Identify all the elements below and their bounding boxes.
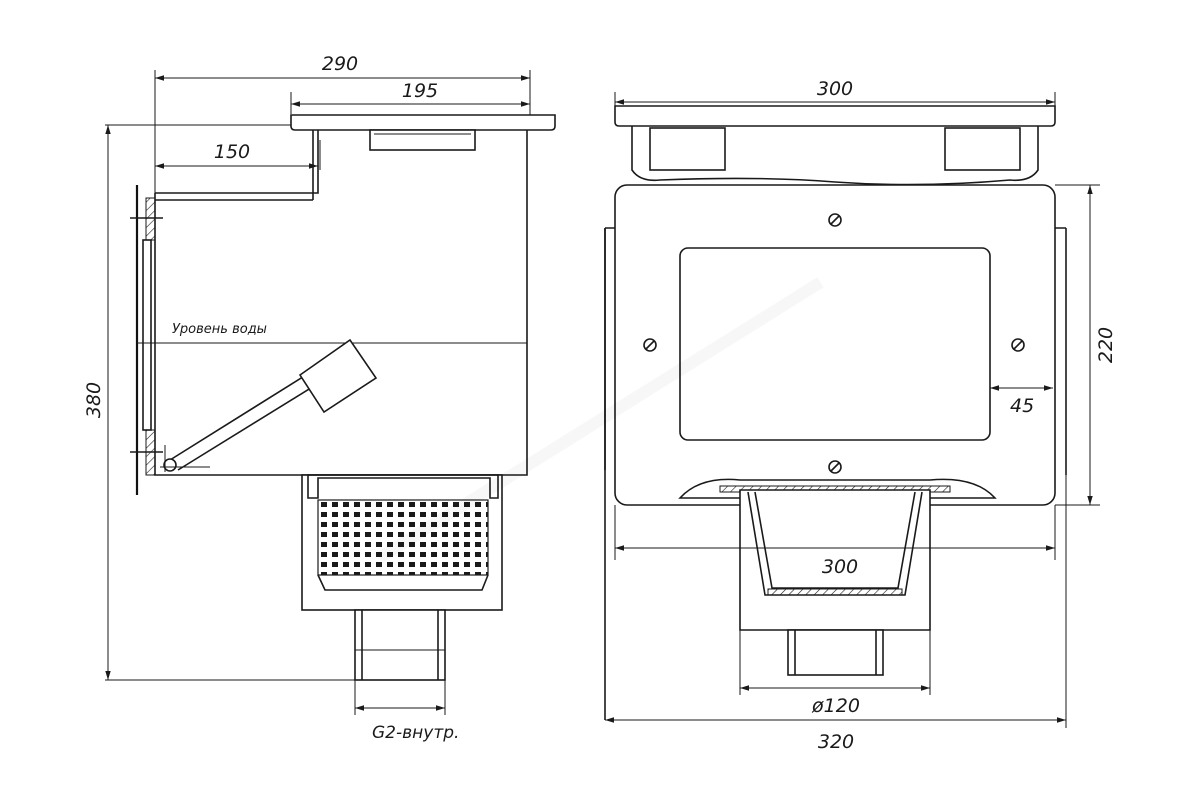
skimmer-body xyxy=(154,130,528,476)
outlet-pipe xyxy=(354,609,446,681)
dim-bottom-300: 300 xyxy=(822,556,858,578)
screw-bottom xyxy=(828,460,842,474)
water-level-label: Уровень воды xyxy=(172,322,267,337)
dim-top-300: 300 xyxy=(817,78,853,100)
screw-left xyxy=(643,338,657,352)
weir-float xyxy=(298,338,378,414)
dim-380: 380 xyxy=(83,382,105,418)
lid-tab-left xyxy=(649,127,726,171)
pool-wall-top-seal xyxy=(145,197,156,241)
dim-150: 150 xyxy=(214,141,250,163)
side-view: 290 195 150 380 Уровень воды xyxy=(83,53,556,743)
front-opening xyxy=(679,247,991,441)
basket-mesh xyxy=(317,499,489,576)
dim-320: 320 xyxy=(818,731,854,753)
dim-290: 290 xyxy=(322,53,358,75)
dim-220: 220 xyxy=(1095,327,1117,363)
thread-label: G2-внутр. xyxy=(372,723,459,743)
dim-195: 195 xyxy=(402,80,438,102)
lid-tab-right xyxy=(944,127,1021,171)
pool-wall-glass xyxy=(142,239,152,431)
lid-handle xyxy=(369,129,476,151)
skimmer-lid xyxy=(290,114,556,131)
weir-hinge xyxy=(163,458,177,472)
screw-right xyxy=(1011,338,1025,352)
screw-top xyxy=(828,213,842,227)
front-view: 300 220 45 xyxy=(604,78,1117,753)
dim-45: 45 xyxy=(1010,395,1034,417)
front-lid xyxy=(614,105,1056,127)
dim-diameter: ø120 xyxy=(811,695,860,717)
front-outlet xyxy=(787,629,884,676)
